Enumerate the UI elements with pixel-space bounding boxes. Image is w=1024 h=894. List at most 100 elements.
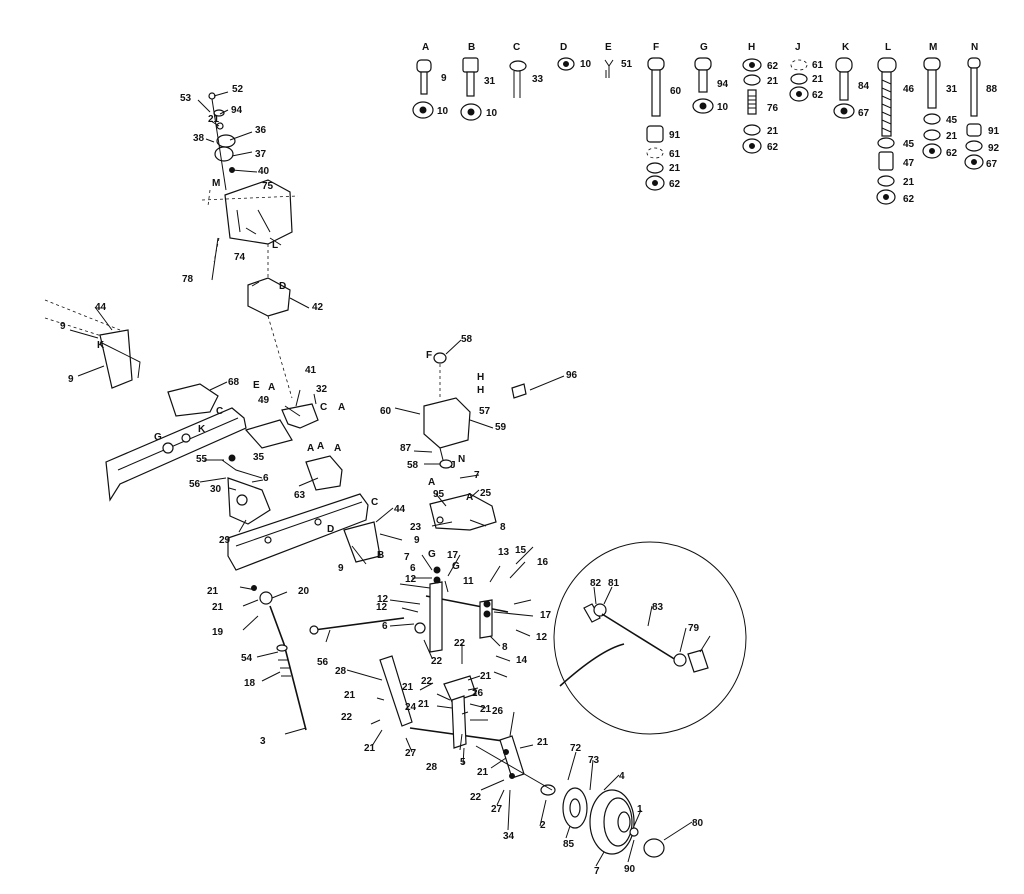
callout-number: 36 xyxy=(255,125,267,136)
callout-number: 21 xyxy=(418,699,430,710)
callout-number: 35 xyxy=(253,452,265,463)
reference-letter: D xyxy=(327,524,334,535)
upper-right-support xyxy=(423,352,527,531)
reference-letter: A xyxy=(317,441,324,452)
callout-number: 22 xyxy=(341,712,353,723)
callout-number: 21 xyxy=(537,737,549,748)
front-wheel-assembly xyxy=(475,745,665,858)
callout-j-62: 62 xyxy=(812,90,824,101)
reference-letter: G xyxy=(428,549,436,560)
callout-n-91: 91 xyxy=(988,126,1000,137)
callout-number: 18 xyxy=(244,678,256,689)
callout-number: 52 xyxy=(232,84,244,95)
callout-number: 56 xyxy=(189,479,201,490)
callout-number: 12 xyxy=(536,632,548,643)
callout-j-61: 61 xyxy=(812,60,824,71)
reference-letter: F xyxy=(426,350,432,361)
pin-icon xyxy=(604,59,614,78)
callout-number: 80 xyxy=(692,818,704,829)
reference-letter: J xyxy=(450,460,456,471)
nut-icon xyxy=(789,86,809,102)
reference-letter: L xyxy=(272,240,278,251)
callout-f-62: 62 xyxy=(669,179,681,190)
callout-number: 2 xyxy=(540,820,546,831)
reference-letter: A xyxy=(338,402,345,413)
spacer-icon xyxy=(878,151,894,171)
callout-number: 74 xyxy=(234,252,246,263)
stud-icon xyxy=(747,89,757,115)
callout-h-21: 21 xyxy=(767,76,779,87)
reference-letter: A xyxy=(268,382,275,393)
key-letter-a: A xyxy=(422,42,429,53)
callout-number: 95 xyxy=(433,489,445,500)
callout-g-94: 94 xyxy=(717,79,729,90)
callout-number: 15 xyxy=(515,545,527,556)
callout-number: 82 xyxy=(590,578,602,589)
key-letter-g: G xyxy=(700,42,708,53)
callout-number: 81 xyxy=(608,578,620,589)
callout-number: 12 xyxy=(377,594,389,605)
callout-h-21b: 21 xyxy=(767,126,779,137)
callout-number: 5 xyxy=(460,757,466,768)
callout-h-76: 76 xyxy=(767,103,779,114)
callout-d-10: 10 xyxy=(580,59,592,70)
callout-number: 40 xyxy=(258,166,270,177)
callout-number: 87 xyxy=(400,443,412,454)
callout-n-67: 67 xyxy=(986,159,998,170)
callout-l-47: 47 xyxy=(903,158,915,169)
reference-letter: N xyxy=(458,454,465,465)
lockwasher-icon xyxy=(923,129,941,141)
callout-number: 73 xyxy=(588,755,600,766)
callout-number: 60 xyxy=(380,406,392,417)
callout-number: 38 xyxy=(193,133,205,144)
nut-icon xyxy=(645,175,665,191)
axle-assembly xyxy=(251,566,525,779)
callout-l-45: 45 xyxy=(903,139,915,150)
callout-number: 44 xyxy=(95,302,107,313)
bolt-icon xyxy=(647,57,665,117)
bolt-icon xyxy=(923,57,941,109)
callout-number: 7 xyxy=(404,552,410,563)
callout-number: 21 xyxy=(480,704,492,715)
key-letter-d: D xyxy=(560,42,567,53)
reference-letter: C xyxy=(320,402,327,413)
nut-icon xyxy=(412,101,434,119)
callout-number: 9 xyxy=(68,374,74,385)
key-letter-h: H xyxy=(748,42,755,53)
leader-lines xyxy=(69,91,711,867)
reference-letter: M xyxy=(212,178,220,189)
callout-k-67: 67 xyxy=(858,108,870,119)
callout-a-10: 10 xyxy=(437,106,449,117)
callout-number: 9 xyxy=(60,321,66,332)
steering-column-assembly xyxy=(201,92,299,399)
nut-icon xyxy=(922,143,942,159)
callout-number: 63 xyxy=(294,490,306,501)
callout-number: 26 xyxy=(492,706,504,717)
callout-number: 28 xyxy=(335,666,347,677)
bolt-icon xyxy=(967,57,981,117)
callout-number: 22 xyxy=(454,638,466,649)
callout-number: 6 xyxy=(263,473,269,484)
callout-number: 26 xyxy=(472,688,484,699)
callout-number: 96 xyxy=(566,370,578,381)
bolt-icon xyxy=(835,57,853,101)
callout-number: 37 xyxy=(255,149,267,160)
left-bracket-assembly xyxy=(44,299,219,417)
reference-letter: G xyxy=(452,561,460,572)
clip-icon xyxy=(509,60,527,98)
callout-l-46: 46 xyxy=(903,84,915,95)
callout-f-61: 61 xyxy=(669,149,681,160)
callout-number: 30 xyxy=(210,484,222,495)
key-letter-c: C xyxy=(513,42,520,53)
callout-f-60: 60 xyxy=(670,86,682,97)
lockwasher-icon xyxy=(743,124,761,136)
callout-a-9: 9 xyxy=(441,73,447,84)
callout-l-21: 21 xyxy=(903,177,915,188)
callout-l-62: 62 xyxy=(903,194,915,205)
callout-number: 19 xyxy=(212,627,224,638)
reference-letter: A xyxy=(334,443,341,454)
